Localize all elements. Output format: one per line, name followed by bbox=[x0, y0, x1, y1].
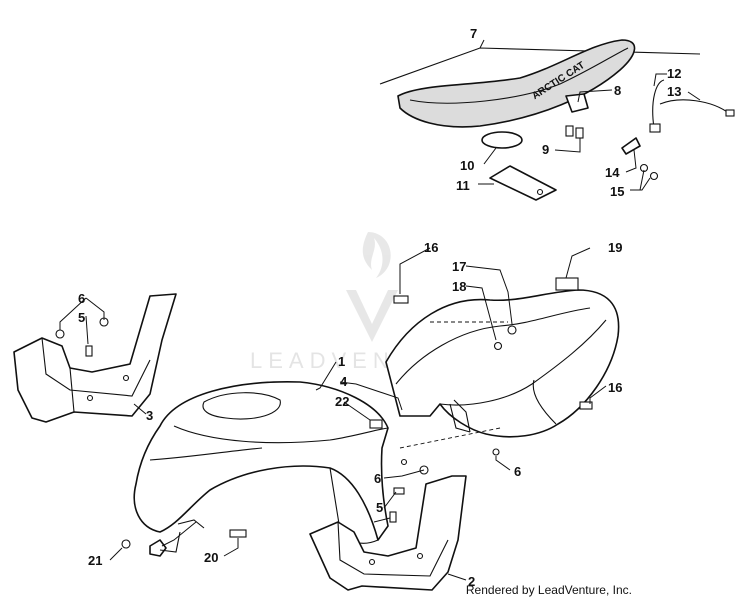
callout-22: 22 bbox=[335, 394, 349, 409]
callout-16-top: 16 bbox=[424, 240, 438, 255]
reflector-19 bbox=[555, 277, 579, 291]
right-footwell bbox=[309, 465, 467, 591]
screw-15b bbox=[649, 171, 659, 181]
callout-14: 14 bbox=[605, 165, 620, 180]
screw-6d bbox=[393, 487, 405, 495]
washer-17 bbox=[507, 325, 517, 335]
left-footwell bbox=[13, 293, 177, 423]
leader-lines bbox=[59, 39, 701, 581]
callout-8: 8 bbox=[614, 83, 621, 98]
screw-6a bbox=[55, 329, 65, 339]
screw-6e bbox=[492, 448, 500, 456]
rivet-5b bbox=[389, 511, 397, 523]
lower-hardware bbox=[121, 427, 501, 557]
callout-18: 18 bbox=[452, 279, 466, 294]
callout-3: 3 bbox=[146, 408, 153, 423]
front-fender bbox=[133, 381, 408, 544]
retainer-clip bbox=[621, 137, 641, 155]
seat-assembly: ARCTIC CAT bbox=[379, 39, 735, 201]
callout-12: 12 bbox=[667, 66, 681, 81]
callout-9: 9 bbox=[542, 142, 549, 157]
callout-10: 10 bbox=[460, 158, 474, 173]
nut-18 bbox=[493, 341, 503, 351]
seat bbox=[397, 39, 636, 128]
callout-11: 11 bbox=[456, 178, 470, 193]
bolt-16a bbox=[393, 295, 409, 304]
seat-latch-bolt-2 bbox=[575, 127, 584, 139]
o-ring bbox=[481, 131, 523, 149]
nut-21 bbox=[121, 539, 131, 549]
callout-6-left: 6 bbox=[78, 291, 85, 306]
callout-6-center: 6 bbox=[374, 471, 381, 486]
bolt-20 bbox=[229, 529, 247, 538]
bolt-16b bbox=[579, 401, 593, 410]
seat-latch-bolt bbox=[565, 125, 574, 137]
wire-harness bbox=[652, 79, 665, 129]
callout-2: 2 bbox=[468, 574, 475, 589]
washer-21 bbox=[149, 539, 167, 557]
callout-20: 20 bbox=[204, 550, 218, 565]
rear-fender bbox=[385, 277, 620, 456]
rivet-5a bbox=[85, 345, 93, 357]
callout-15: 15 bbox=[610, 184, 624, 199]
seat-bracket bbox=[565, 93, 589, 113]
callout-16-right: 16 bbox=[608, 380, 622, 395]
callout-13: 13 bbox=[667, 84, 681, 99]
seat-pad bbox=[489, 165, 557, 201]
callout-5-center: 5 bbox=[376, 500, 383, 515]
grommet-22 bbox=[369, 419, 383, 429]
callout-21: 21 bbox=[88, 553, 102, 568]
callout-7: 7 bbox=[470, 26, 477, 41]
callout-6-right: 6 bbox=[514, 464, 521, 479]
credit-text: Rendered by LeadVenture, Inc. bbox=[465, 583, 632, 597]
callout-1: 1 bbox=[338, 354, 345, 369]
callout-17: 17 bbox=[452, 259, 466, 274]
callout-5-left: 5 bbox=[78, 310, 85, 325]
callouts: 7 8 9 10 11 12 13 14 15 6 5 3 1 4 22 6 5… bbox=[78, 26, 681, 589]
callout-4: 4 bbox=[340, 374, 348, 389]
callout-19: 19 bbox=[608, 240, 622, 255]
